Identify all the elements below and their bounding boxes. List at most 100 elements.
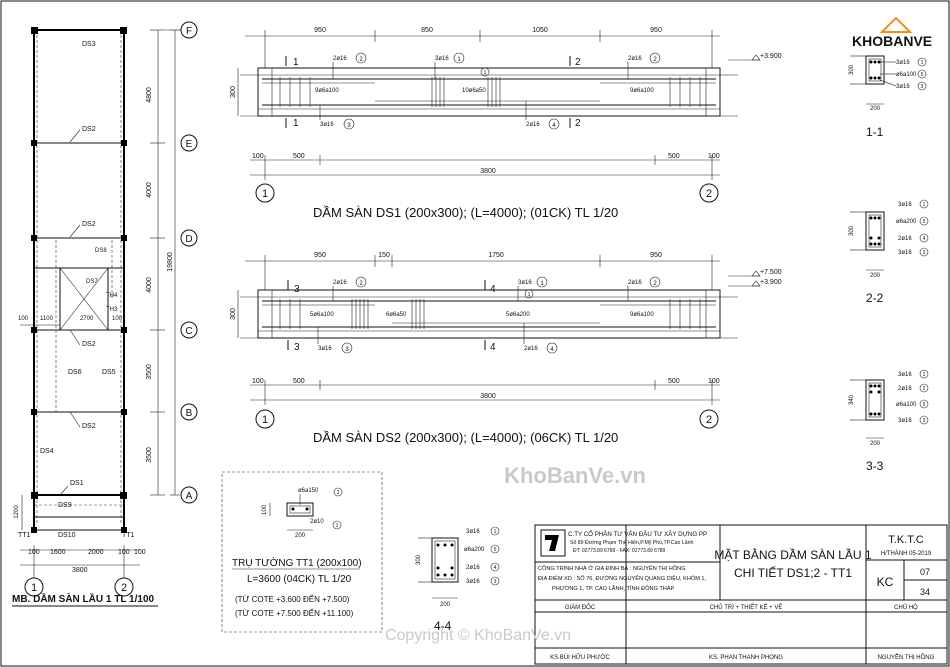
plan-beam-label: DS2 [82, 221, 96, 228]
grid-row-label: D [185, 234, 192, 245]
section-name: 1-1 [866, 125, 884, 139]
plan-beam-label: DS7 [86, 279, 98, 285]
ds2-axis: 1 [262, 414, 268, 426]
ds1-axis: 1 [262, 188, 268, 200]
ds2-top-dim: 950 [650, 252, 662, 259]
ds2-bar-label: 2ø16 [333, 280, 347, 286]
ds2-title: DẦM SÀN DS2 (200x300); (L=4000); (06CK) … [313, 430, 618, 445]
grid-row-label: A [186, 491, 193, 502]
section-bar-number: 3 [923, 250, 926, 256]
plan-dim: 1200 [14, 505, 20, 519]
ds2-section-mark: 3 [294, 342, 300, 353]
plan-title: MB. DẦM SÀN LẦU 1 TL 1/100 [12, 592, 154, 605]
company-address: Số 89 Đường Phạm Thế Hiển,P.Mỹ Phú,TP.Ca… [570, 539, 693, 546]
ds1-section-mark: 1 [293, 118, 299, 129]
ds1-bar-label: 9ø6a100 [630, 88, 654, 94]
section-bar-number: 3 [494, 579, 497, 585]
section-bar-label: 2ø16 [466, 565, 480, 571]
section-bar-label: ø6a100 [896, 402, 917, 408]
ds1-bottom-dim: 3800 [480, 168, 496, 175]
watermark-center: KhoBanVe.vn [504, 463, 646, 488]
company-logo [540, 529, 566, 557]
column-title: TRỤ TƯỜNG TT1 (200x100) [232, 556, 362, 569]
section-bar-label: ø6a200 [896, 219, 917, 225]
column-bar-number: 1 [336, 523, 339, 529]
company-phone: ĐT: 02773.89 6789 - FAX: 02773.89 6789 [573, 548, 666, 554]
ds1-bar-number: 3 [347, 123, 351, 129]
plan-beam-label: DS3 [82, 41, 96, 48]
ds2-bar-number: 1 [528, 292, 531, 298]
role-label: GIÁM ĐỐC [565, 604, 596, 611]
column-dim: 200 [295, 533, 306, 539]
ds2-bar-label: 5ø6a200 [506, 312, 530, 318]
watermark-logo: KHOBANVE [852, 16, 932, 49]
plan-dim: 100 [112, 316, 123, 322]
section-bar-number: 4 [494, 565, 497, 571]
section-dim: 300 [416, 554, 422, 565]
section-bar-number: 1 [494, 529, 497, 535]
role-label: CHỦ TRÌ + THIẾT KẾ + VẼ [710, 604, 783, 611]
plan-dim: 4000 [146, 277, 153, 293]
section-dim: 200 [870, 106, 881, 112]
section-dim: 200 [870, 441, 881, 447]
plan-dim: 3800 [72, 567, 88, 574]
section-dim: 300 [849, 225, 855, 236]
grid-row-bubbles: F E D C B A [165, 21, 198, 504]
ds1-section-mark: 2 [575, 57, 581, 68]
ds1-bar-label: 10ø6a50 [462, 88, 486, 94]
plan-beam-label: DS6 [68, 369, 82, 376]
column-tt1: 100 200 ø6a150 2ø10 2 1 TRỤ TƯỜNG TT1 (2… [221, 471, 383, 633]
title-block: C.TY CỔ PHẦN TƯ VẤN ĐẦU TƯ XÂY DỰNG PP S… [534, 524, 948, 665]
completion-date: H/THÀNH 05-2019 [881, 550, 932, 557]
ds2-section-mark: 4 [490, 284, 496, 295]
plan-dim: 4800 [146, 87, 153, 103]
section-dim: 300 [849, 64, 855, 75]
ds2-top-dim: 950 [314, 252, 326, 259]
ds2-height-dim: 300 [230, 308, 237, 320]
grid-row-label: C [185, 326, 192, 337]
ds1-section-mark: 1 [293, 57, 299, 68]
section-4-4: 300 200 3ø16 ø6a200 2ø16 3ø16 1 5 4 3 4-… [416, 526, 500, 633]
column-note: (TỪ COTE +3.600 ĐẾN +7.500) [235, 594, 350, 604]
section-bar-label: 3ø16 [896, 60, 910, 66]
column-bar-label: ø6a150 [298, 488, 319, 494]
grid-row-label: B [186, 408, 193, 419]
ds1-height-dim: 300 [230, 86, 237, 98]
floor-plan: DS3 DS2 DS2 DS8 DS7 TH4 TH3 DS2 DS6 DS5 … [12, 21, 198, 607]
section-bar-number: 1 [923, 202, 926, 208]
ds2-level: +7.500 [760, 269, 782, 276]
plan-beam-label: DS2 [82, 126, 96, 133]
section-dim: 200 [440, 602, 451, 608]
ds1-bar-label: 2ø16 [526, 122, 540, 128]
section-bar-label: 3ø16 [896, 84, 910, 90]
section-dim: 200 [870, 273, 881, 279]
ds1-bar-label: 9ø6a100 [315, 88, 339, 94]
column-dim: 100 [262, 504, 268, 515]
plan-beam-label: TT1 [122, 532, 135, 539]
plan-beam-label: DS4 [40, 448, 54, 455]
section-bar-label: 3ø16 [466, 529, 480, 535]
ds2-bar-label: 6ø6a50 [386, 312, 407, 318]
section-bar-label: 3ø16 [898, 202, 912, 208]
ds2-bar-label: 2ø16 [628, 280, 642, 286]
plan-beam-label: TT1 [18, 532, 31, 539]
ds2-stirrups [279, 299, 701, 329]
ds1-title: DẦM SÀN DS1 (200x300); (L=4000); (01CK) … [313, 205, 618, 220]
section-bar-number: 4 [923, 236, 926, 242]
ds2-bar-number: 4 [550, 347, 554, 353]
ds1-axis: 2 [706, 188, 712, 200]
company-name: C.TY CỔ PHẦN TƯ VẤN ĐẦU TƯ XÂY DỰNG PP [568, 531, 707, 538]
ds1-bar-number: 2 [653, 57, 657, 63]
plan-dim: 100 [18, 316, 29, 322]
plan-dim: 2000 [88, 549, 104, 556]
section-bar-number: 5 [494, 547, 497, 553]
ds2-bar-number: 3 [345, 347, 349, 353]
ds1-level: +3.900 [760, 53, 782, 60]
ds1-bottom-dim: 100 [708, 153, 720, 160]
ds1-bottom-dim: 100 [252, 153, 264, 160]
plan-beam-label: DS8 [95, 248, 107, 254]
project-name: CÔNG TRÌNH NHÀ Ở GIA ĐÌNH BÀ : NGUYỄN TH… [538, 565, 686, 572]
ds1-bar-number: 4 [552, 123, 556, 129]
section-bar-number: 3 [923, 418, 926, 424]
